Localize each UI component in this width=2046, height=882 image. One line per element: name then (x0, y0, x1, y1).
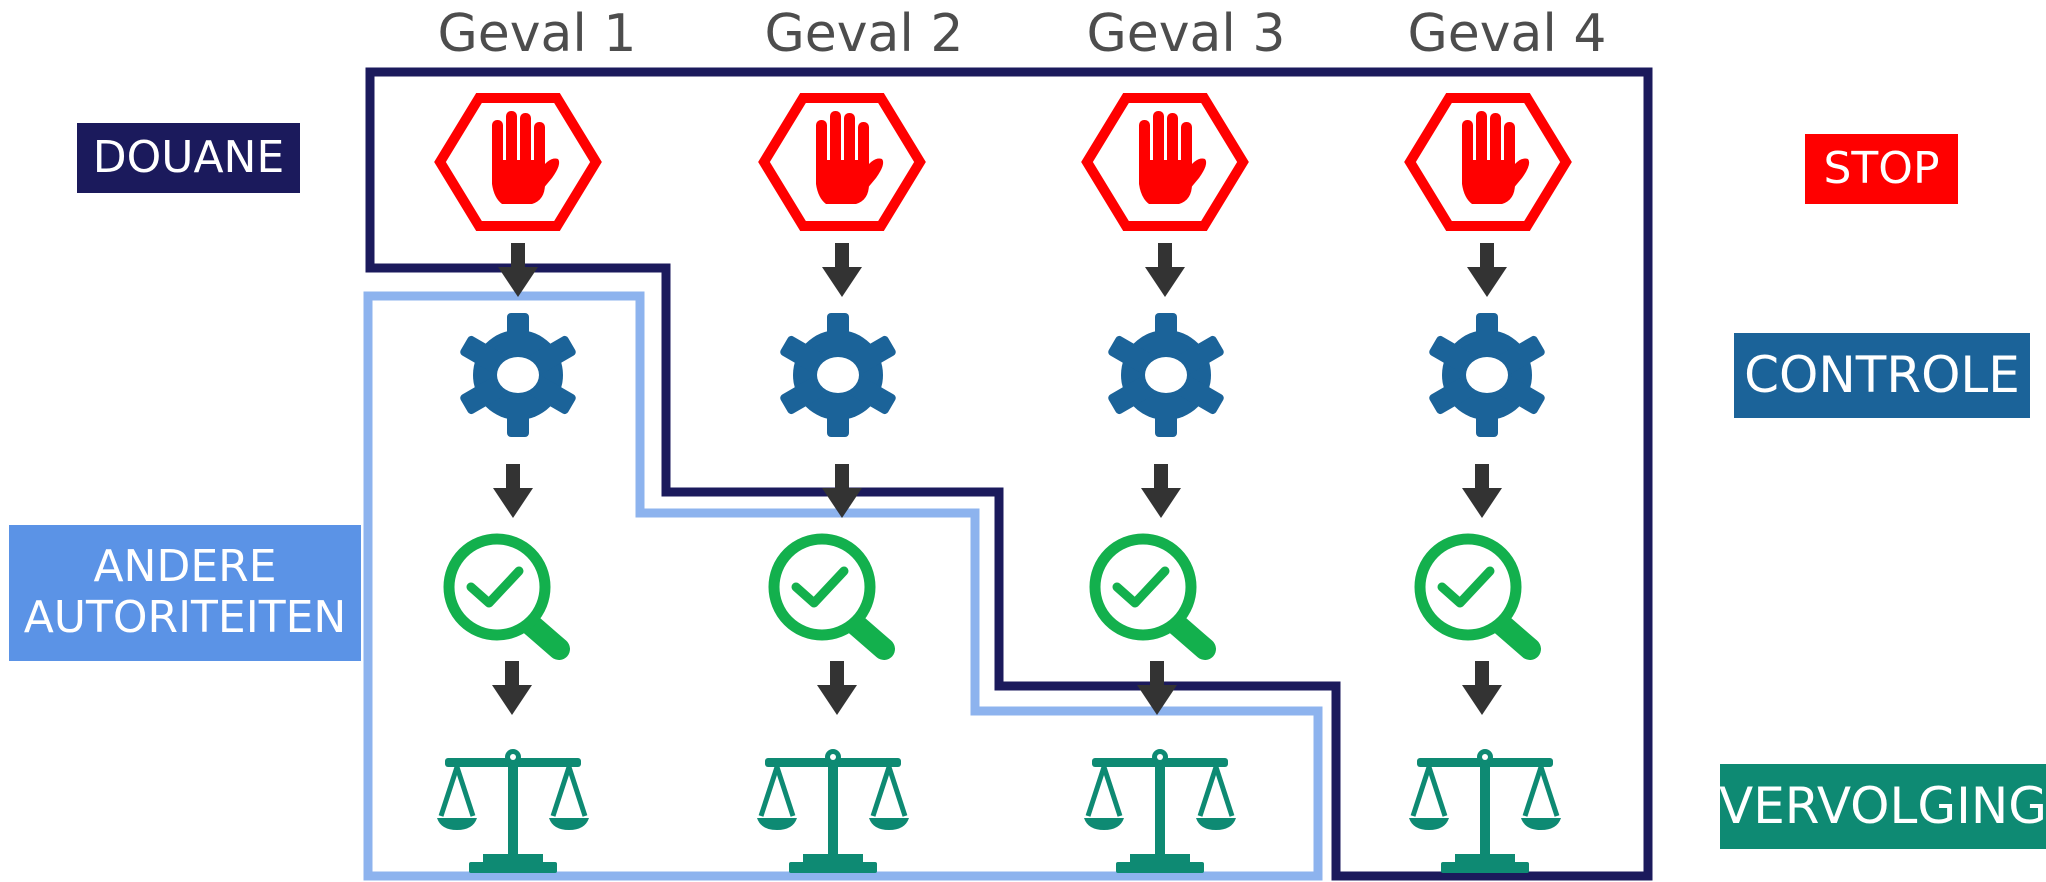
down-arrow-icon (1462, 464, 1502, 518)
down-arrow-icon (1141, 464, 1181, 518)
stop-hand-icon (1087, 98, 1243, 226)
gear-icon (1106, 313, 1226, 437)
stop-hand-icon (440, 98, 596, 226)
down-arrow-icon (493, 464, 533, 518)
gear-icon (458, 313, 578, 437)
andere-autoriteiten-label: ANDERE AUTORITEITEN (9, 525, 361, 661)
stop-label: STOP (1805, 134, 1958, 204)
magnifier-check-icon (774, 539, 884, 649)
andere-autoriteiten-outline (363, 291, 1323, 881)
andere-label-line-2: AUTORITEITEN (23, 592, 347, 643)
gear-icon (778, 313, 898, 437)
magnifier-check-icon (449, 539, 559, 649)
scales-icon (1084, 749, 1236, 873)
down-arrow-icon (498, 243, 538, 297)
down-arrow-icon (822, 243, 862, 297)
column-title-geval-3: Geval 3 (1086, 4, 1286, 64)
vervolging-label-text: VERVOLGING (1719, 776, 2046, 835)
douane-label: DOUANE (77, 123, 300, 193)
column-title-geval-4: Geval 4 (1407, 4, 1607, 64)
down-arrow-icon (492, 661, 532, 715)
column-title-geval-1: Geval 1 (437, 4, 637, 64)
scales-icon (1409, 749, 1561, 873)
magnifier-check-icon (1420, 539, 1530, 649)
down-arrow-icon (817, 661, 857, 715)
down-arrow-icon (1467, 243, 1507, 297)
controle-label: CONTROLE (1734, 333, 2030, 418)
controle-label-text: CONTROLE (1744, 345, 2020, 404)
magnifier-check-icon (1095, 539, 1205, 649)
stop-hand-icon (1410, 98, 1566, 226)
down-arrow-icon (1145, 243, 1185, 297)
vervolging-label: VERVOLGING (1719, 764, 2046, 849)
douane-outline (365, 67, 1653, 881)
stop-label-text: STOP (1823, 142, 1940, 194)
douane-label-text: DOUANE (92, 131, 285, 183)
andere-label-line-1: ANDERE (93, 541, 277, 593)
column-title-geval-2: Geval 2 (764, 4, 964, 64)
down-arrow-icon (1462, 661, 1502, 715)
scales-icon (437, 749, 589, 873)
stop-hand-icon (764, 98, 920, 226)
scales-icon (757, 749, 909, 873)
gear-icon (1427, 313, 1547, 437)
